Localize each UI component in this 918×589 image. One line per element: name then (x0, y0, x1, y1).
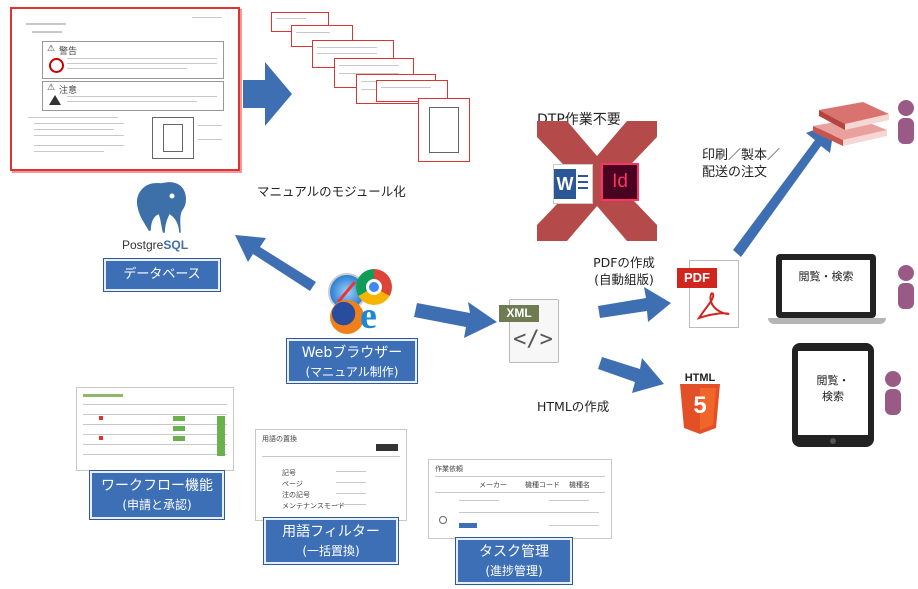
xml-file-icon: XML </> (499, 299, 559, 363)
word-icon: W (553, 164, 593, 204)
pdf-create-caption: PDFの作成 (自動組版) (593, 255, 655, 287)
arrow-to-pdf (598, 287, 671, 322)
term-filter-box[interactable]: 用語フィルター (一括置換) (263, 517, 399, 565)
postgresql-wordmark: PostgreSQL (122, 238, 189, 252)
html5-logo-icon: HTML 5 (678, 372, 722, 434)
chrome-icon (356, 269, 392, 305)
term-filter-screenshot: 用語の置換 記号 ページ 注の記号 メンテナンスモード (255, 429, 407, 521)
workflow-screenshot (76, 387, 234, 471)
manual-document-preview: ⚠ 警告 ⚠ 注意 (10, 7, 240, 171)
pdf-file-icon: PDF (677, 260, 739, 328)
arrow-to-xml (414, 302, 497, 338)
laptop-screen-text: 閲覧・検索 (798, 270, 854, 283)
task-screenshot: 作業依頼 メーカー 機種コード 機種名 (428, 459, 612, 539)
person-icon (898, 265, 914, 309)
module-card (376, 80, 448, 102)
tablet-icon: 閲覧・ 検索 (792, 343, 874, 447)
caution-panel: ⚠ 注意 (42, 81, 224, 111)
indesign-icon: Id (601, 163, 639, 201)
caution-label: 注意 (59, 86, 78, 96)
firefox-icon (330, 300, 364, 334)
arrow-to-modules (243, 62, 292, 126)
web-browser-box[interactable]: Webブラウザー (マニュアル制作) (286, 338, 418, 384)
html-create-caption: HTMLの作成 (537, 399, 610, 414)
person-icon (885, 371, 901, 415)
module-card (418, 98, 470, 162)
print-order-caption: 印刷／製本／ 配送の注文 (702, 148, 781, 180)
modularize-caption: マニュアルのモジュール化 (257, 184, 406, 199)
task-box[interactable]: タスク管理 (進捗管理) (455, 537, 573, 585)
laptop-icon: 閲覧・検索 (768, 254, 886, 334)
workflow-box[interactable]: ワークフロー機能 (申請と承認) (89, 470, 225, 520)
warning-label: 警告 (59, 47, 78, 57)
red-cross-icon (537, 121, 657, 241)
warning-panel: ⚠ 警告 (42, 41, 224, 79)
tablet-screen-text: 閲覧・ 検索 (816, 374, 850, 403)
books-icon (813, 102, 889, 146)
person-icon (898, 100, 914, 144)
database-box[interactable]: データベース (103, 258, 221, 292)
arrow-to-html (598, 357, 664, 393)
arrow-to-print (733, 122, 835, 257)
internet-explorer-icon: e (360, 295, 377, 337)
postgresql-elephant-icon (134, 179, 189, 236)
device-drawing (152, 117, 194, 159)
arrow-to-database (235, 235, 316, 291)
